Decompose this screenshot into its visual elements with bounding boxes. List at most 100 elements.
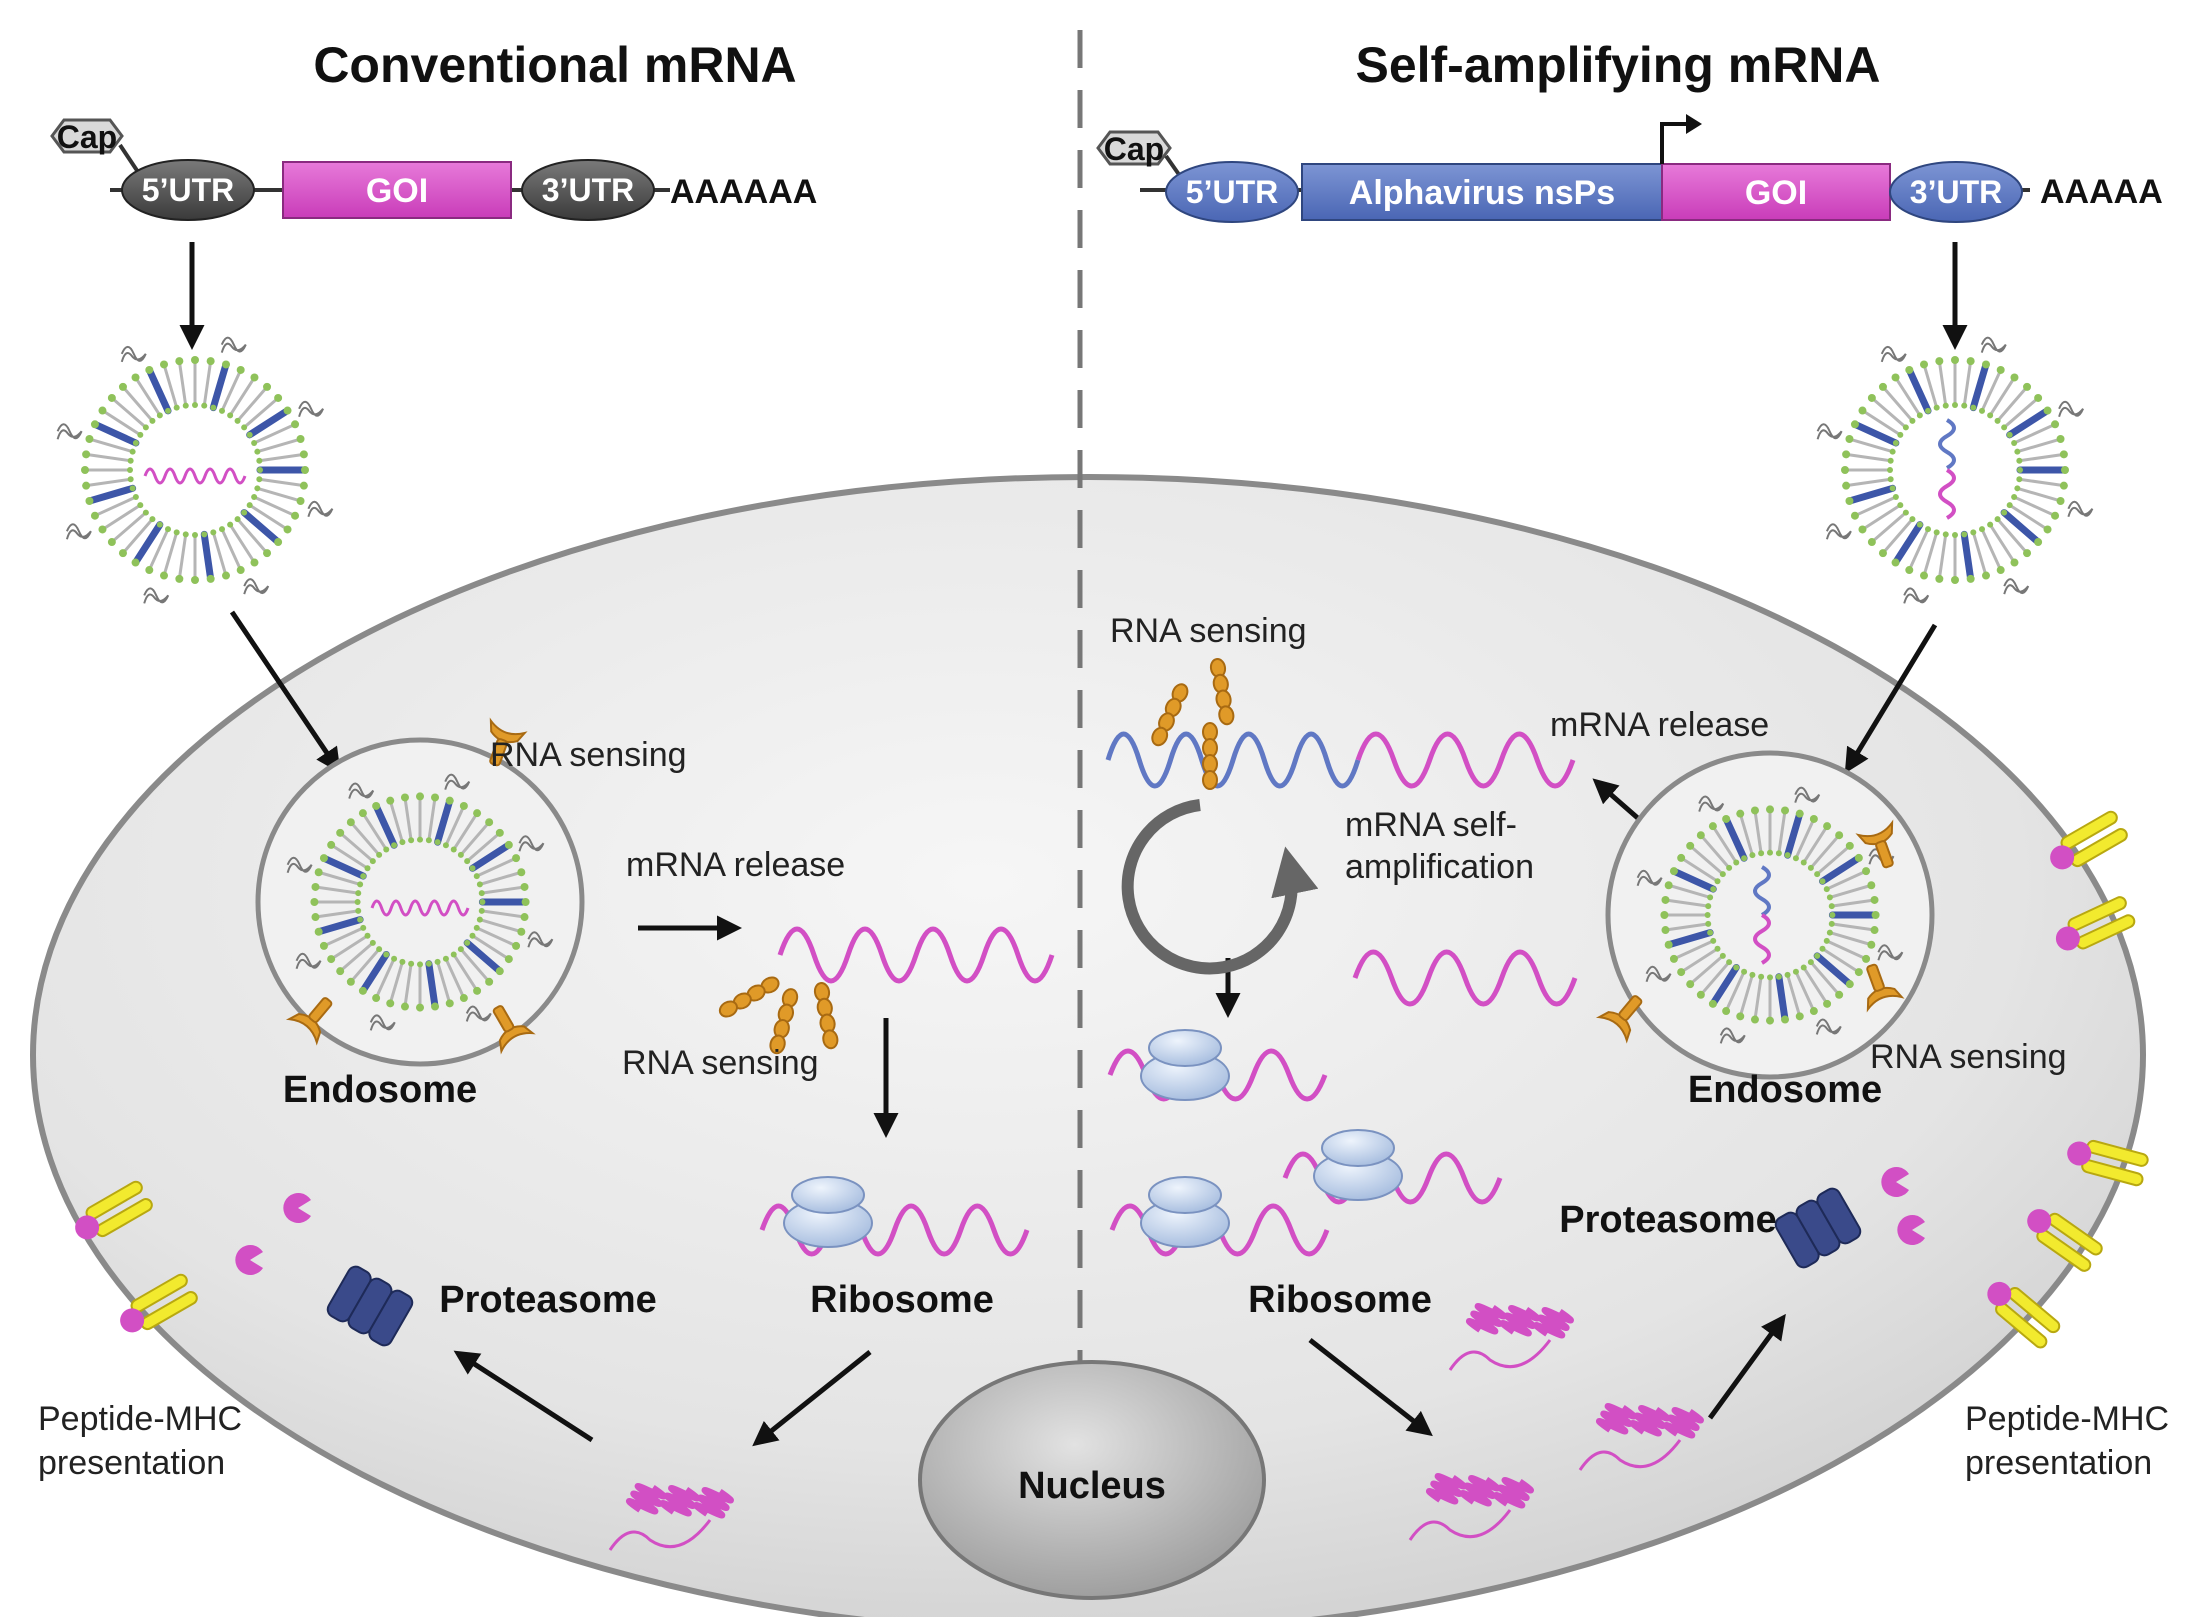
lipid-nanoparticle xyxy=(1636,786,1904,1044)
proteasome-icon xyxy=(1774,1187,1862,1269)
mrna-strand xyxy=(1105,731,1361,789)
self-amplification-arrow xyxy=(1121,799,1319,975)
right-pmhc-label-line1: Peptide-MHC xyxy=(1965,1400,2169,1438)
svg-text:5’UTR: 5’UTR xyxy=(142,172,234,208)
right-ribosome-label: Ribosome xyxy=(1248,1279,1432,1321)
mrna-strand xyxy=(143,467,247,485)
right-rna-sensing-top-label: RNA sensing xyxy=(1110,612,1307,650)
protein-icon xyxy=(1448,1303,1574,1371)
mhc-icon xyxy=(75,1180,153,1240)
svg-text:GOI: GOI xyxy=(366,172,428,210)
ribosome-icon xyxy=(1140,1029,1230,1101)
mrna-strand xyxy=(777,926,1055,984)
mrna-strand xyxy=(1753,865,1771,917)
mrna-strand xyxy=(759,1203,1030,1257)
mhc-icon xyxy=(2027,1209,2103,1272)
mrna-strand xyxy=(370,899,470,917)
svg-text:Alphavirus nsPs: Alphavirus nsPs xyxy=(1349,174,1615,212)
protein-icon xyxy=(1578,1403,1704,1471)
goi-element xyxy=(1661,163,1891,221)
left-rna-sensing-bottom-label: RNA sensing xyxy=(622,1044,819,1082)
rna-sensor-icon xyxy=(718,976,780,1018)
left-title: Conventional mRNA xyxy=(313,37,796,93)
rna-sensor-icon xyxy=(1209,658,1235,726)
protein-icon xyxy=(1408,1473,1534,1541)
svg-text:Cap: Cap xyxy=(1104,131,1164,167)
rna-sensor-icon xyxy=(285,997,333,1046)
mrna-strand xyxy=(1938,418,1956,470)
protein-icon xyxy=(608,1483,734,1551)
polya-tail: AAAAA xyxy=(2040,173,2163,211)
left-construct: Cap 5’UTR GOI 3’UTR AAAAAA xyxy=(50,118,817,221)
arrow-right-protein-to-proteasome xyxy=(1707,1313,1786,1420)
arrow-right-ribosome-to-protein xyxy=(1308,1338,1433,1437)
nucleus xyxy=(918,1360,1266,1600)
rna-sensor-icon xyxy=(813,982,839,1050)
cell-membrane xyxy=(30,474,2146,1622)
polya-tail: AAAAAA xyxy=(670,173,817,211)
ribosome-icon xyxy=(783,1176,873,1248)
utr3-element xyxy=(1889,161,2023,223)
peptide-icon xyxy=(283,1193,311,1224)
left-rna-sensing-top-label: RNA sensing xyxy=(490,736,687,774)
left-proteasome-label: Proteasome xyxy=(439,1279,657,1321)
svg-text:Cap: Cap xyxy=(57,119,117,155)
mhc-icon xyxy=(2067,1139,2149,1187)
lipid-nanoparticle xyxy=(56,336,334,604)
right-self-amp-label-line2: amplification xyxy=(1345,848,1534,886)
arrow-left-protein-to-proteasome xyxy=(453,1350,594,1443)
rna-sensor-icon xyxy=(1855,819,1894,869)
proteasome-icon xyxy=(326,1265,414,1347)
ribosome-icon xyxy=(1140,1176,1230,1248)
lipid-nanoparticle xyxy=(286,773,554,1031)
rna-sensor-icon xyxy=(1595,995,1643,1044)
rna-sensor-icon xyxy=(489,717,528,767)
utr5-element xyxy=(1165,161,1299,223)
right-mrna-release-label: mRNA release xyxy=(1550,706,1769,744)
arrow-right-lnp-to-endosome xyxy=(1844,623,1938,774)
arrows xyxy=(179,242,1968,1447)
svg-text:GOI: GOI xyxy=(1745,174,1807,212)
right-pmhc-label-line2: presentation xyxy=(1965,1444,2152,1482)
utr3-element xyxy=(521,159,655,221)
left-endosome-label: Endosome xyxy=(283,1069,477,1111)
rna-sensor-icon xyxy=(1202,722,1218,790)
mrna-strand xyxy=(1352,949,1578,1007)
mrna-strand xyxy=(1355,731,1576,789)
right-self-amp-label-line1: mRNA self- xyxy=(1345,806,1517,844)
arrow-right-endosome-release xyxy=(1592,778,1642,822)
left-pmhc-label-line2: presentation xyxy=(38,1444,225,1482)
left-pmhc-label-line1: Peptide-MHC xyxy=(38,1400,242,1438)
nucleus-label: Nucleus xyxy=(1018,1465,1166,1507)
arrow-left-lnp-to-endosome xyxy=(229,610,341,774)
rna-sensor-icon xyxy=(492,1005,536,1055)
mhc-icon xyxy=(120,1273,198,1333)
left-mrna-release-label: mRNA release xyxy=(626,846,845,884)
utr5-element xyxy=(121,159,255,221)
right-endosome-label: Endosome xyxy=(1688,1069,1882,1111)
right-rna-sensing-endo-label: RNA sensing xyxy=(1870,1038,2067,1076)
mhc-icon xyxy=(2055,896,2136,951)
svg-text:3’UTR: 3’UTR xyxy=(1910,174,2002,210)
svg-text:5’UTR: 5’UTR xyxy=(1186,174,1278,210)
arrow-left-ribosome-to-protein xyxy=(752,1350,872,1447)
mrna-strand xyxy=(1753,913,1771,965)
peptide-icon xyxy=(1897,1215,1925,1245)
left-ribosome-label: Ribosome xyxy=(810,1279,994,1321)
ribosome-icon xyxy=(1313,1129,1403,1201)
cap-icon xyxy=(1096,130,1172,166)
mhc-icon xyxy=(1987,1281,2061,1349)
nsps-element xyxy=(1301,163,1663,221)
rna-sensor-icon xyxy=(1151,683,1189,747)
right-endosome xyxy=(1605,750,1935,1080)
cap-icon xyxy=(50,118,124,154)
left-endosome xyxy=(255,737,585,1067)
subgenomic-promoter-icon xyxy=(1660,122,1690,164)
lipid-nanoparticle xyxy=(1816,336,2094,604)
mhc-icon xyxy=(2050,810,2128,870)
right-proteasome-label: Proteasome xyxy=(1559,1199,1777,1241)
mrna-strand xyxy=(1938,468,1956,520)
right-construct: Cap 5’UTR Alphavirus nsPs GOI 3’UTR AAAA… xyxy=(1096,114,2163,223)
rna-sensor-icon xyxy=(1866,963,1905,1013)
